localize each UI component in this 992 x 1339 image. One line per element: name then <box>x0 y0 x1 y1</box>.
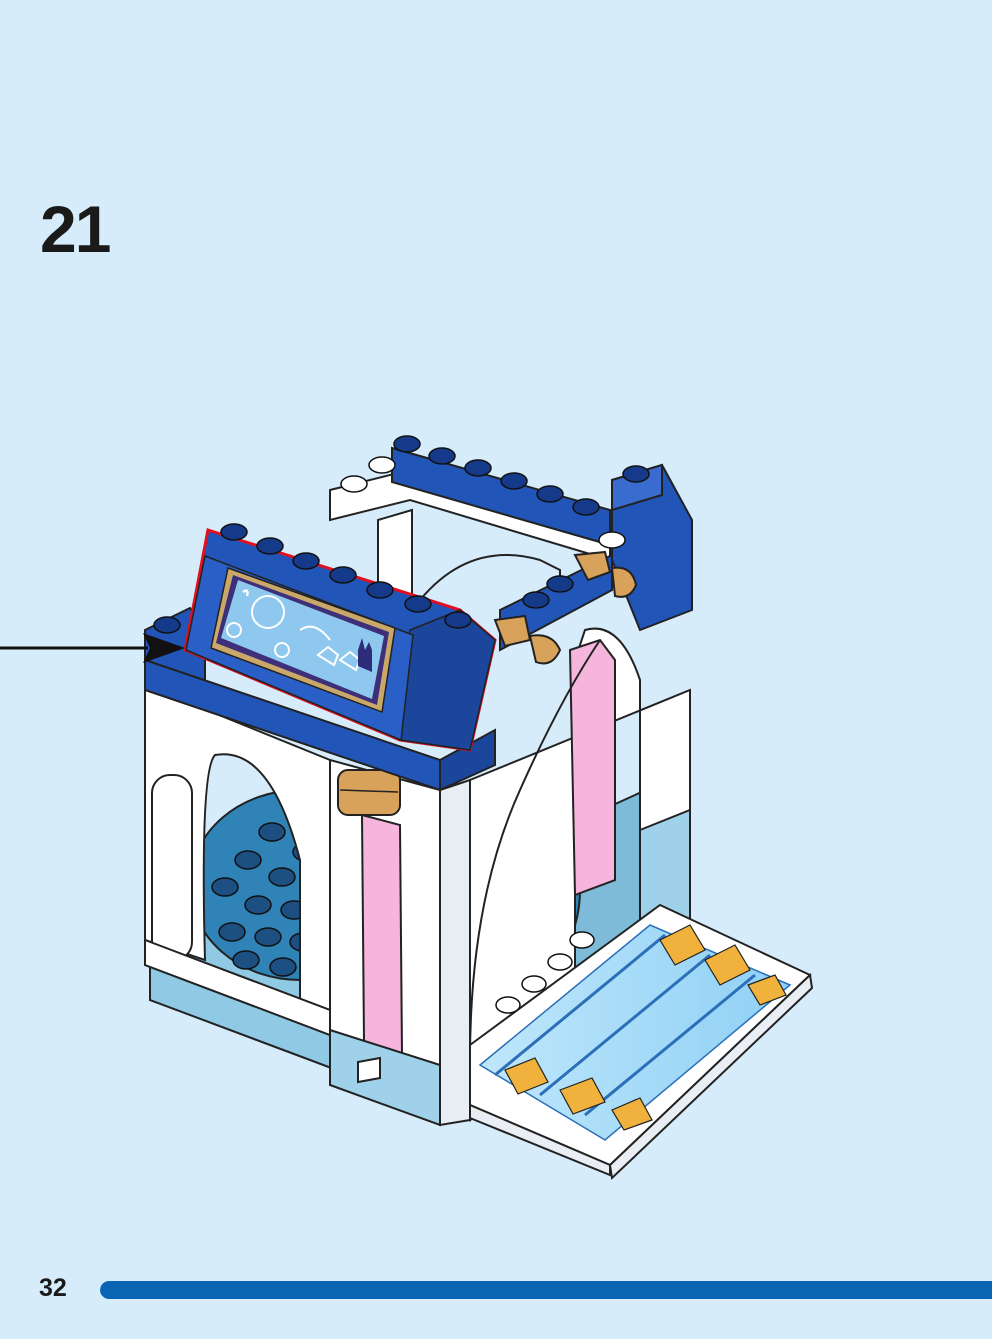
white-clip <box>357 1056 381 1084</box>
progress-bar-fill <box>100 1281 992 1299</box>
page-number: 32 <box>39 1274 67 1302</box>
gold-clips <box>493 550 638 665</box>
right-beam-studs <box>522 575 574 609</box>
right-corner-tower <box>611 463 693 632</box>
progress-bar <box>100 1281 992 1299</box>
carpet-ramp <box>469 903 814 1181</box>
ramp-white-studs <box>495 931 595 1014</box>
back-beam-studs <box>393 435 600 516</box>
sign-studs <box>220 523 472 629</box>
arrow-right-icon <box>0 633 185 663</box>
front-blue-beam <box>144 658 496 792</box>
left-wall <box>144 683 331 1037</box>
step-number: 21 <box>40 192 111 266</box>
back-white-studs <box>340 456 396 493</box>
highlighted-sign-part <box>183 528 497 752</box>
carpet-gold-bands <box>504 924 787 1131</box>
right-white-stud <box>598 531 626 549</box>
front-pillar <box>329 758 471 1127</box>
gold-round-bricks <box>337 769 401 816</box>
